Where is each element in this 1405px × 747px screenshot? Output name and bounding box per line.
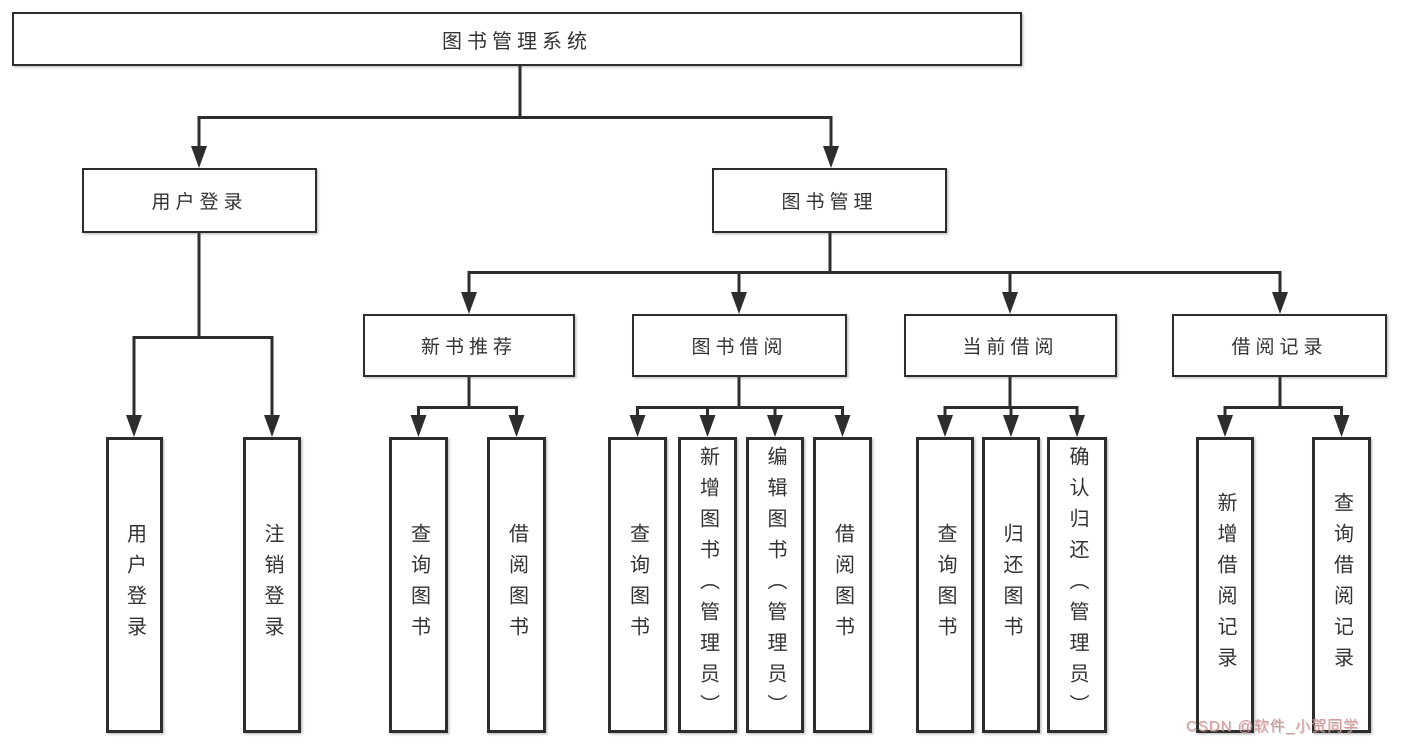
leaf-bb-add-books-admin: 新增图书（管理员） <box>678 437 737 733</box>
leaf-logout: 注销登录 <box>243 437 301 733</box>
leaf-logout-label: 注销登录 <box>261 523 283 647</box>
csdn-watermark: CSDN @软件_小贺同学 <box>1186 718 1360 735</box>
leaf-user-login: 用户登录 <box>106 437 163 733</box>
leaf-bb-borrow-books-label: 借阅图书 <box>831 523 854 647</box>
leaf-cb-query-books-label: 查询图书 <box>934 523 956 647</box>
leaf-bb-query-books: 查询图书 <box>608 437 667 733</box>
leaf-cb-query-books: 查询图书 <box>916 437 974 733</box>
leaf-nb-query-books: 查询图书 <box>389 437 448 733</box>
node-user-login: 用户登录 <box>82 168 317 233</box>
node-current-borrow: 当前借阅 <box>904 314 1117 377</box>
leaf-cb-confirm-return-admin: 确认归还（管理员） <box>1047 437 1107 733</box>
leaf-br-query-record: 查询借阅记录 <box>1312 437 1371 733</box>
leaf-nb-query-books-label: 查询图书 <box>407 523 430 647</box>
leaf-nb-borrow-books-label: 借阅图书 <box>505 523 528 647</box>
leaf-bb-borrow-books: 借阅图书 <box>813 437 872 733</box>
node-library-system: 图书管理系统 <box>12 12 1022 66</box>
node-borrow-records: 借阅记录 <box>1172 314 1387 377</box>
leaf-cb-return-books: 归还图书 <box>982 437 1040 733</box>
leaf-cb-confirm-return-admin-label: 确认归还（管理员） <box>1066 445 1088 725</box>
leaf-bb-edit-books-admin: 编辑图书（管理员） <box>746 437 804 733</box>
leaf-bb-edit-books-admin-label: 编辑图书（管理员） <box>764 445 786 725</box>
node-book-borrow: 图书借阅 <box>632 314 847 377</box>
leaf-user-login-label: 用户登录 <box>123 523 146 647</box>
leaf-br-add-record-label: 新增借阅记录 <box>1214 492 1236 678</box>
leaf-bb-query-books-label: 查询图书 <box>626 523 649 647</box>
node-new-book-recommend: 新书推荐 <box>363 314 575 377</box>
node-book-management: 图书管理 <box>712 168 947 233</box>
leaf-cb-return-books-label: 归还图书 <box>1000 523 1022 647</box>
leaf-br-query-record-label: 查询借阅记录 <box>1330 492 1353 678</box>
leaf-bb-add-books-admin-label: 新增图书（管理员） <box>696 445 719 725</box>
leaf-br-add-record: 新增借阅记录 <box>1196 437 1254 733</box>
leaf-nb-borrow-books: 借阅图书 <box>487 437 546 733</box>
